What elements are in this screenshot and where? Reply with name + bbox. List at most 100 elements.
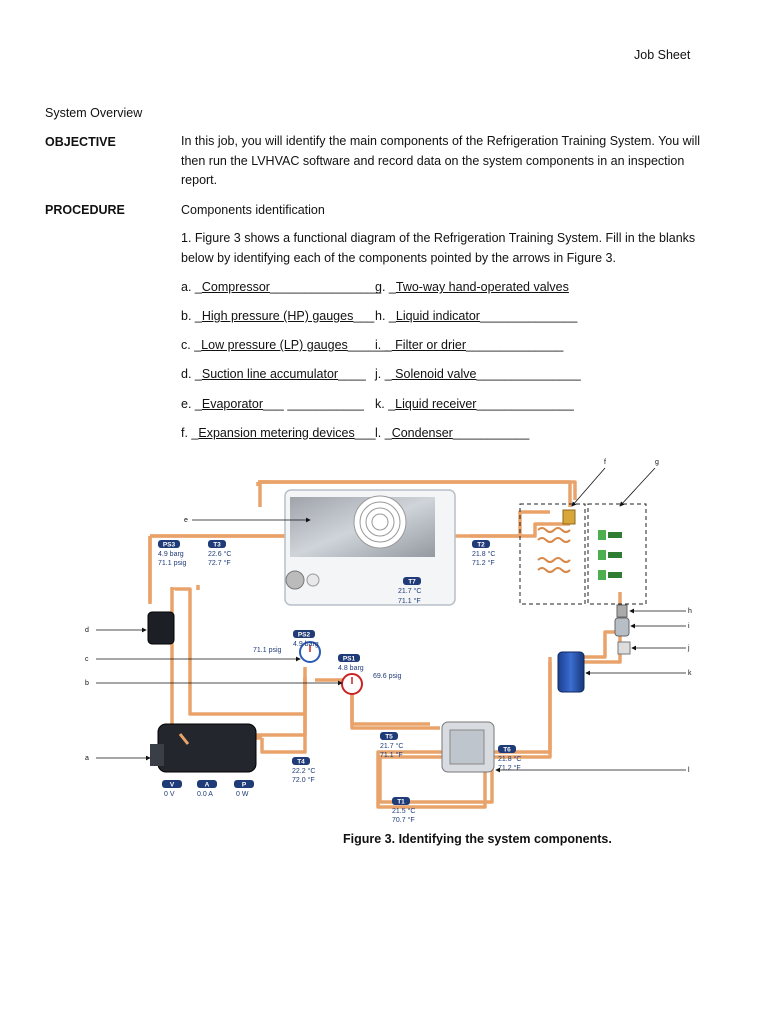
hp-gauge: [341, 673, 363, 695]
svg-text:21.8 °C: 21.8 °C: [498, 755, 521, 763]
svg-text:PS1: PS1: [343, 656, 356, 663]
svg-text:4.9 barg: 4.9 barg: [158, 551, 184, 558]
answer-l: l. _Condenser___________: [375, 426, 530, 440]
figure-caption: Figure 3. Identifying the system compone…: [343, 832, 612, 846]
objective-text: In this job, you will identify the main …: [181, 132, 700, 191]
solenoid-valve: [617, 641, 631, 655]
svg-text:A: A: [205, 782, 210, 789]
svg-text:71.1 psig: 71.1 psig: [253, 647, 282, 654]
answer-b: b. _High pressure (HP) gauges___: [181, 309, 375, 323]
svg-text:71.2 °F: 71.2 °F: [472, 559, 495, 567]
answer-c-text: Low pressure (LP) gauges: [201, 338, 348, 352]
arrow-label-f: f: [604, 459, 606, 466]
svg-text:22.6 °C: 22.6 °C: [208, 550, 231, 558]
arrow-label-e: e: [184, 517, 188, 524]
svg-text:PS3: PS3: [163, 542, 176, 549]
hand-valves-box: [587, 503, 647, 605]
svg-text:T1: T1: [397, 799, 405, 806]
svg-text:4.9 barg: 4.9 barg: [293, 641, 319, 648]
svg-text:T5: T5: [385, 734, 393, 741]
answer-i: i. _ Filter or drier______________: [375, 338, 564, 352]
arrow-label-k: k: [688, 670, 692, 677]
svg-text:T2: T2: [477, 542, 485, 549]
answer-f: f. _Expansion metering devices___: [181, 426, 376, 440]
suction-line-accumulator: [147, 611, 175, 645]
arrow-label-a: a: [85, 755, 89, 762]
answer-j: j. _ Solenoid valve_______________: [375, 367, 581, 381]
svg-text:72.7 °F: 72.7 °F: [208, 559, 231, 567]
svg-text:21.7 °C: 21.7 °C: [398, 587, 421, 595]
arrow-label-d: d: [85, 627, 89, 634]
answer-d-text: Suction line accumulator: [201, 367, 339, 381]
tag-t6: T6 21.8 °C 71.2 °F: [498, 745, 521, 772]
procedure-heading: Components identification: [181, 203, 325, 217]
answer-a-text: Compressor: [201, 280, 270, 294]
svg-text:P: P: [242, 782, 247, 789]
arrow-label-c: c: [85, 656, 89, 663]
answer-g-text: Two-way hand-operated valves: [395, 280, 569, 294]
tag-t1: T1 21.5 °C 70.7 °F: [392, 797, 415, 824]
procedure-label: PROCEDURE: [45, 203, 125, 217]
svg-text:0 W: 0 W: [236, 791, 249, 798]
condenser: [441, 721, 495, 773]
svg-text:71.1 °F: 71.1 °F: [380, 751, 403, 759]
arrow-f: [571, 467, 606, 507]
objective-line-2: then run the LVHVAC software and record …: [181, 153, 685, 168]
svg-text:0.0 A: 0.0 A: [197, 791, 213, 798]
procedure-instruction: 1. Figure 3 shows a functional diagram o…: [181, 229, 695, 268]
liquid-receiver: [557, 651, 585, 693]
objective-line-3: report.: [181, 173, 218, 187]
refrigeration-system-diagram: PS3 4.9 barg 71.1 psig T3 22.6 °C 72.7 °…: [85, 459, 692, 824]
svg-text:PS2: PS2: [298, 632, 311, 639]
answer-k: k. _Liquid receiver______________: [375, 397, 574, 411]
arrow-label-h: h: [688, 608, 692, 615]
tag-t7: T7 21.7 °C 71.1 °F: [398, 577, 421, 605]
svg-text:21.7 °C: 21.7 °C: [380, 742, 403, 750]
answer-h: h. _Liquid indicator______________: [375, 309, 578, 323]
answer-j-text: Solenoid valve: [391, 367, 477, 381]
answer-k-text: Liquid receiver: [395, 397, 477, 411]
answer-e-text: Evaporator: [201, 397, 264, 411]
answer-b-text: High pressure (HP) gauges: [201, 309, 354, 323]
svg-text:21.8 °C: 21.8 °C: [472, 550, 495, 558]
instruction-line-1: 1. Figure 3 shows a functional diagram o…: [181, 231, 696, 245]
job-sheet-title: Job Sheet: [634, 48, 691, 62]
instruction-line-2: below by identifying each of the compone…: [181, 250, 616, 265]
svg-text:70.7 °F: 70.7 °F: [392, 816, 415, 824]
pointer-arrows: [96, 467, 686, 773]
tag-t3: T3 22.6 °C 72.7 °F: [208, 540, 231, 567]
filter-drier: [614, 617, 630, 637]
tag-t4: T4 22.2 °C 72.0 °F: [292, 757, 315, 784]
arrow-label-i: i: [688, 623, 690, 630]
svg-text:4.8 barg: 4.8 barg: [338, 665, 364, 672]
meter-voltage: V 0 V: [162, 780, 182, 798]
arrow-letters: a b c d e f g h i j k l: [85, 459, 692, 774]
tag-t2: T2 21.8 °C 71.2 °F: [472, 540, 495, 567]
arrow-g: [619, 467, 656, 507]
answer-d: d. _Suction line accumulator____: [181, 367, 366, 381]
arrow-label-j: j: [687, 645, 690, 652]
svg-text:71.2 °F: 71.2 °F: [498, 764, 521, 772]
svg-text:T6: T6: [503, 747, 511, 754]
svg-text:72.0 °F: 72.0 °F: [292, 776, 315, 784]
lp-gauge: [299, 641, 321, 663]
answer-c: c. _Low pressure (LP) gauges______: [181, 338, 390, 352]
answer-e: e. _Evaporator___ ___________: [181, 397, 364, 411]
tag-ps1: PS1 4.8 barg 69.6 psig: [338, 654, 402, 680]
liquid-indicator: [616, 604, 628, 618]
evaporator: [284, 489, 456, 606]
svg-text:22.2 °C: 22.2 °C: [292, 767, 315, 775]
expansion-devices-box: [519, 503, 586, 605]
svg-text:69.6 psig: 69.6 psig: [373, 673, 402, 680]
answer-g: g. _Two-way hand-operated valves: [375, 280, 569, 294]
tag-t5: T5 21.7 °C 71.1 °F: [380, 732, 403, 759]
main-pipe-loop: [148, 480, 622, 809]
answer-l-text: Condenser: [391, 426, 453, 440]
objective-label: OBJECTIVE: [45, 135, 116, 149]
answer-i-text: Filter or drier: [391, 338, 467, 352]
compressor: [150, 723, 257, 773]
svg-text:21.5 °C: 21.5 °C: [392, 807, 415, 815]
arrow-label-l: l: [688, 767, 690, 774]
svg-text:V: V: [170, 782, 175, 789]
svg-text:71.1 °F: 71.1 °F: [398, 597, 421, 605]
